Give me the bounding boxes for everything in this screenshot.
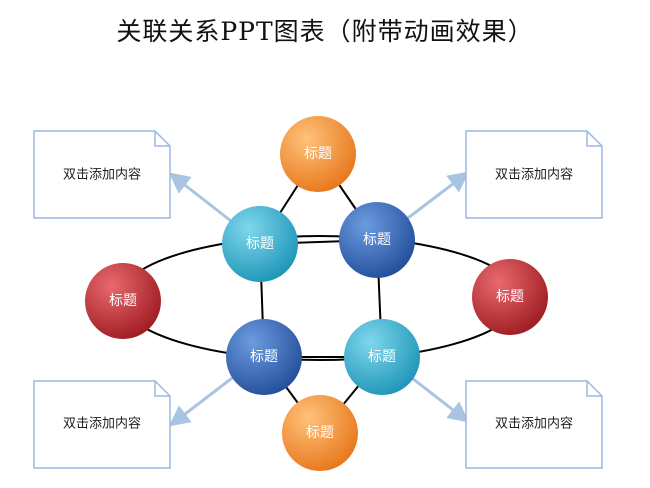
node-left-red[interactable]: 标题 [85,263,161,339]
content-box-label: 双击添加内容 [495,416,573,432]
content-box-top-right[interactable]: 双击添加内容 [465,130,603,219]
content-box-top-left[interactable]: 双击添加内容 [33,130,171,219]
content-box-label: 双击添加内容 [63,416,141,432]
content-box-bottom-right[interactable]: 双击添加内容 [465,380,603,469]
content-box-label: 双击添加内容 [63,167,141,183]
node-label: 标题 [109,293,137,309]
node-inner-top-left-cyan[interactable]: 标题 [222,206,298,282]
node-label: 标题 [363,232,391,248]
node-inner-top-right-blue[interactable]: 标题 [339,202,415,278]
outer-ellipse-ring [119,235,521,361]
node-right-red[interactable]: 标题 [472,259,548,335]
content-box-label: 双击添加内容 [495,167,573,183]
node-bottom-orange[interactable]: 标题 [282,395,358,471]
node-top-orange[interactable]: 标题 [280,116,356,192]
ring-connectors [119,153,521,434]
node-label: 标题 [496,289,524,305]
node-inner-bottom-right-cyan[interactable]: 标题 [344,319,420,395]
arrow-top-right [399,171,470,226]
arrow-top-left [168,172,241,230]
node-label: 标题 [250,349,278,365]
page-title: 关联关系PPT图表（附带动画效果） [116,17,534,46]
node-label: 标题 [306,425,334,441]
arrows [168,171,470,427]
node-label: 标题 [304,146,332,162]
node-label: 标题 [368,349,396,365]
arrow-bottom-left [168,370,241,427]
arrow-bottom-right [407,373,470,423]
node-label: 标题 [246,236,274,252]
node-inner-bottom-left-blue[interactable]: 标题 [226,319,302,395]
content-box-bottom-left[interactable]: 双击添加内容 [33,380,171,469]
